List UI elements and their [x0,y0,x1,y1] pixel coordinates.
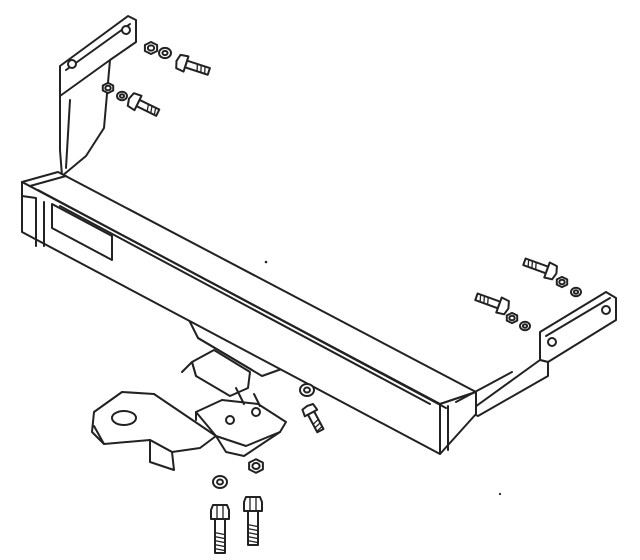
bolt [210,504,230,554]
bolt [474,292,510,316]
fasteners [101,41,582,554]
washer [299,383,315,397]
nut [143,41,159,55]
bolt-hole [547,337,557,347]
washer [116,90,128,102]
tow-ball-hole [111,410,137,426]
bolt [301,403,325,434]
bolt [243,496,263,546]
bolt-hole [121,25,131,35]
bolt [522,257,558,281]
tow-ball-mount [91,387,287,471]
washer [212,475,228,489]
washer [570,286,582,298]
nut [101,81,115,95]
bolt-hole [225,415,235,425]
left-mounting-bracket [59,15,137,177]
washer [519,320,531,332]
crossbar-beam [21,171,513,455]
nut [505,311,519,325]
bolt [126,92,161,117]
nut [555,275,569,289]
right-mounting-bracket [467,291,617,417]
bolt-hole [601,305,611,315]
bolt-hole [67,59,77,69]
bolt [175,53,211,76]
bolt-hole [251,407,261,417]
nut [248,458,264,474]
washer [158,46,172,60]
